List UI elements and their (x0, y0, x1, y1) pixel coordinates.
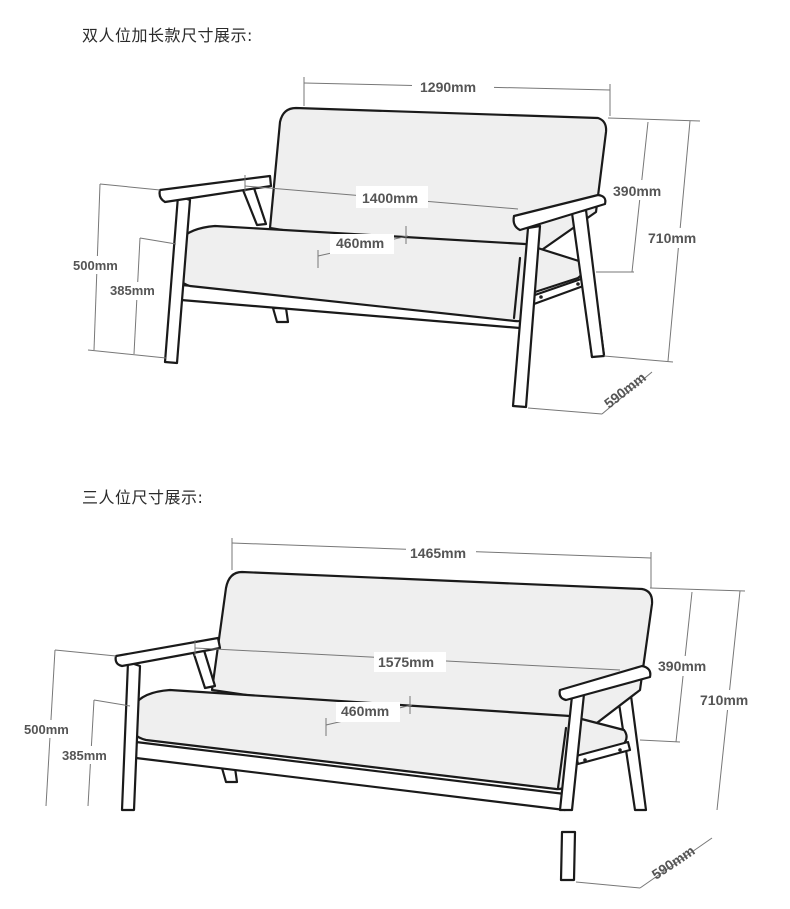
dim-total-height-3: 710mm (700, 692, 748, 708)
dim-width-total-3: 1575mm (378, 654, 434, 670)
dim-width-total: 1400mm (362, 190, 418, 206)
dim-width-back: 1290mm (420, 79, 476, 95)
dim-back-height-3: 390mm (658, 658, 706, 674)
dim-seat-height-3: 385mm (62, 748, 107, 763)
dim-seat-depth-3: 460mm (341, 703, 389, 719)
dim-width-back-3: 1465mm (410, 545, 466, 561)
dim-seat-height: 385mm (110, 283, 155, 298)
dim-depth: 590mm (601, 369, 649, 411)
section-heading-three-seat: 三人位尺寸展示: (82, 488, 204, 507)
dim-depth-3: 590mm (649, 842, 698, 882)
sofa-loveseat-drawing (158, 106, 608, 409)
dim-total-height: 710mm (648, 230, 696, 246)
dim-seat-depth: 460mm (336, 235, 384, 251)
dim-arm-height: 500mm (73, 258, 118, 273)
sofa-three-seat-drawing (114, 570, 654, 882)
section-heading-loveseat: 双人位加长款尺寸展示: (82, 26, 253, 45)
dim-arm-height-3: 500mm (24, 722, 69, 737)
dim-back-height: 390mm (613, 183, 661, 199)
